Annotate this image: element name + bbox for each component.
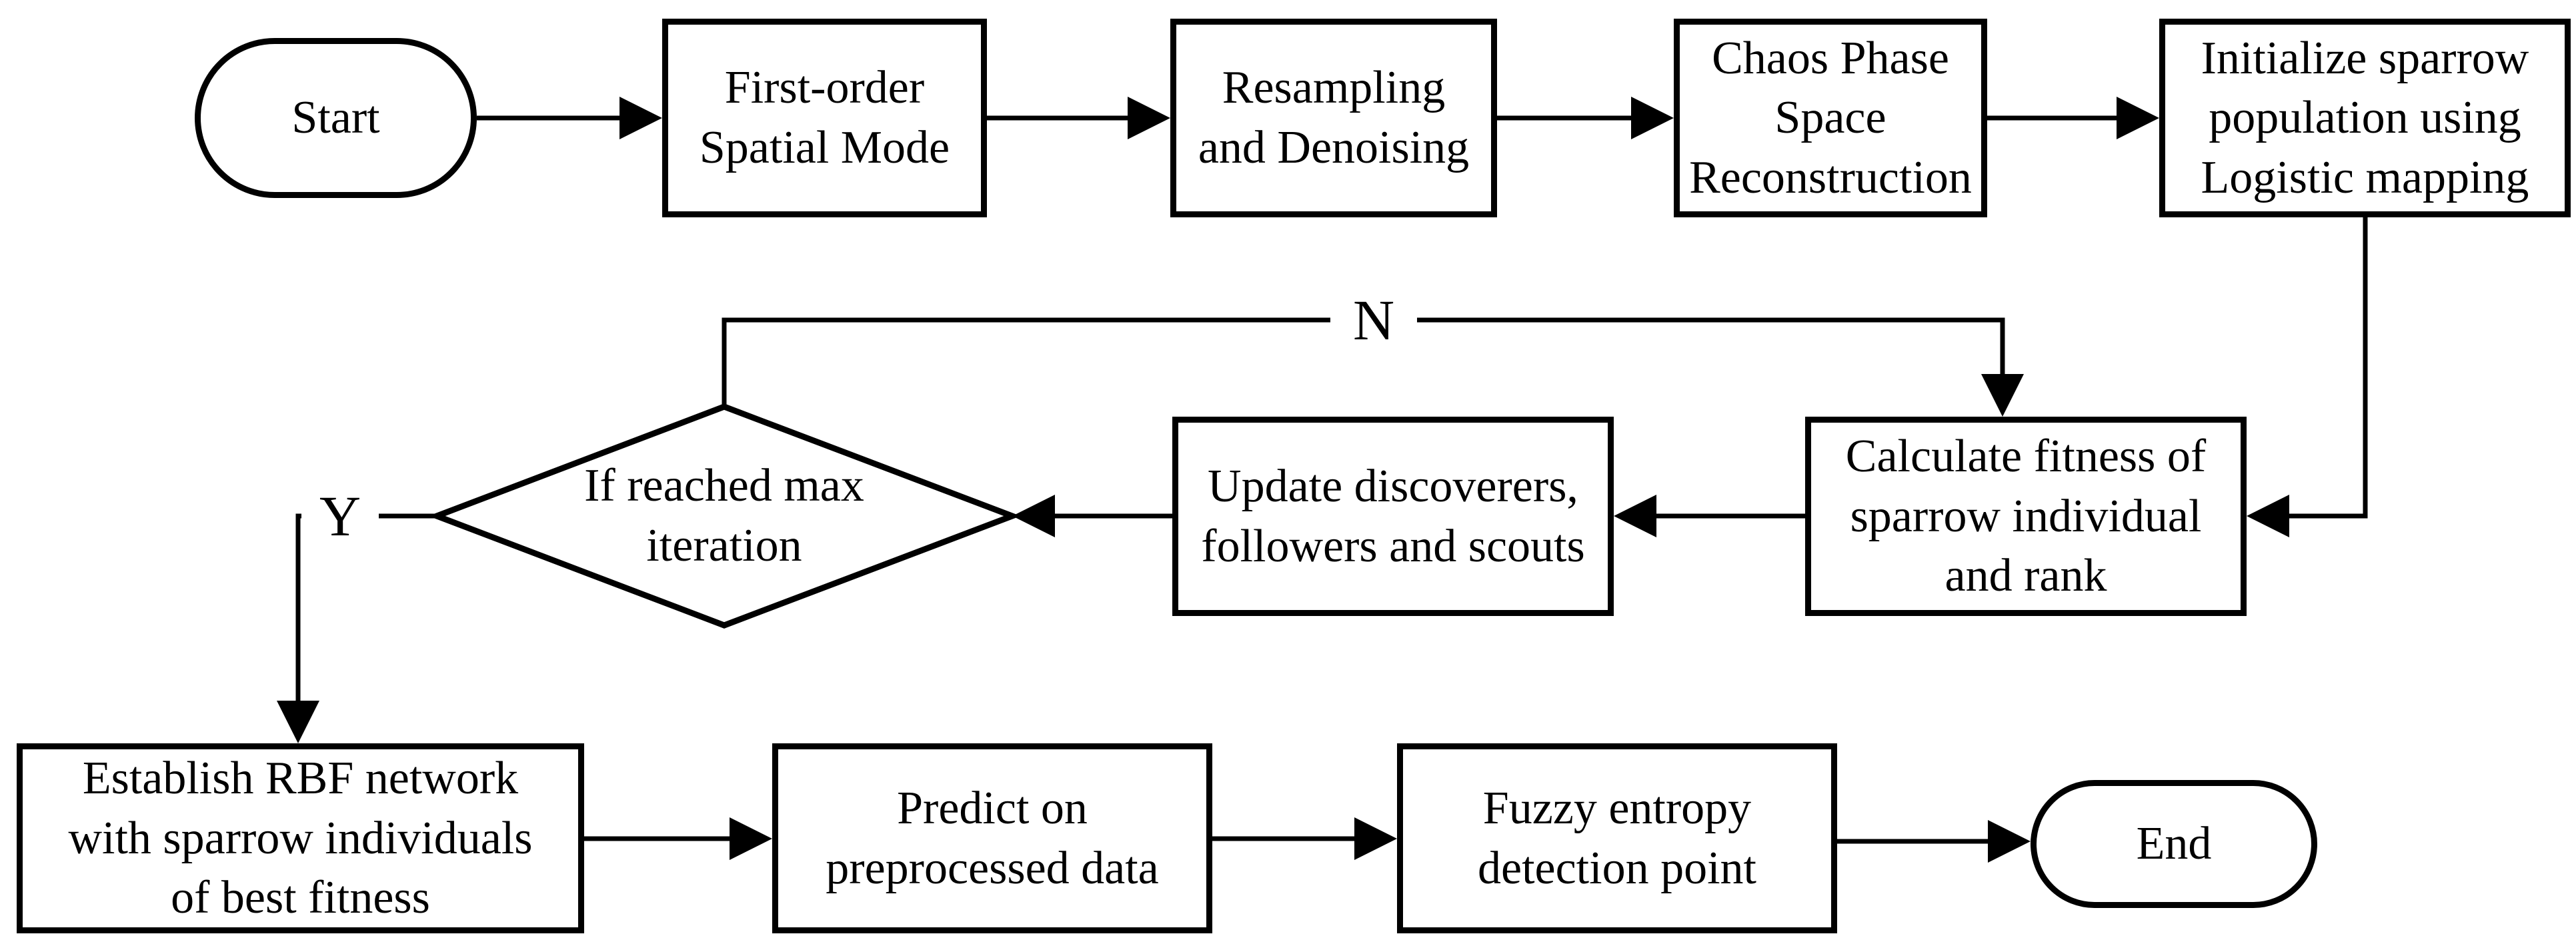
node-init-population: Initialize sparrow population using Logi… <box>2159 19 2571 217</box>
branch-label-yes-text: Y <box>319 484 361 548</box>
arrowhead-right <box>730 817 772 860</box>
branch-label-no: N <box>1330 275 1417 365</box>
node-resampling: Resampling and Denoising <box>1170 19 1497 217</box>
arrowhead-right <box>1354 817 1397 860</box>
edge-spatial-mode-to-resampling <box>987 97 1170 139</box>
arrowhead-down <box>277 701 319 743</box>
edge-calc-fitness-to-update-roles <box>1614 495 1805 537</box>
arrowhead-down <box>1981 374 2024 417</box>
node-chaos-psr: Chaos Phase Space Reconstruction <box>1674 19 1987 217</box>
arrowhead-left <box>1614 495 1656 537</box>
node-fuzzy-entropy: Fuzzy entropy detection point <box>1397 743 1837 933</box>
arrowhead-right <box>1988 820 2031 863</box>
arrowhead-left <box>1012 495 1055 537</box>
arrowhead-right <box>619 97 662 139</box>
edge-start-to-spatial-mode <box>477 97 662 139</box>
edge-resampling-to-chaos <box>1497 97 1674 139</box>
node-start-label: Start <box>291 92 380 144</box>
branch-label-yes: Y <box>301 471 379 561</box>
node-end: End <box>2031 780 2317 908</box>
decision-diamond-shape <box>428 403 1021 629</box>
branch-label-no-text: N <box>1352 288 1395 352</box>
node-update-roles: Update discoverers, followers and scouts <box>1172 417 1614 616</box>
edge-chaos-to-init-population <box>1987 97 2159 139</box>
edge-establish-rbf-to-predict <box>584 817 772 860</box>
edge-update-roles-to-max-iteration <box>1012 495 1172 537</box>
node-establish-rbf: Establish RBF network with sparrow indiv… <box>17 743 584 933</box>
node-max-iteration-label: If reached max iteration <box>584 460 864 571</box>
node-chaos-psr-label: Chaos Phase Space Reconstruction <box>1689 32 1972 203</box>
node-max-iteration: If reached max iteration <box>524 424 924 608</box>
node-establish-rbf-label: Establish RBF network with sparrow indiv… <box>68 753 533 924</box>
node-start: Start <box>195 38 477 198</box>
node-init-population-label: Initialize sparrow population using Logi… <box>2201 32 2529 203</box>
arrowhead-right <box>1631 97 1674 139</box>
node-calc-fitness: Calculate fitness of sparrow individual … <box>1805 417 2247 616</box>
edge-init-population-to-calc-fitness <box>2247 217 2368 537</box>
node-fuzzy-entropy-label: Fuzzy entropy detection point <box>1478 782 1756 894</box>
edge-predict-to-fuzzy-entropy <box>1212 817 1397 860</box>
node-update-roles-label: Update discoverers, followers and scouts <box>1201 460 1585 572</box>
node-spatial-mode: First-order Spatial Mode <box>662 19 987 217</box>
arrowhead-right <box>1128 97 1170 139</box>
arrowhead-left <box>2247 495 2289 537</box>
node-predict-label: Predict on preprocessed data <box>826 782 1159 894</box>
arrowhead-right <box>2117 97 2159 139</box>
node-predict: Predict on preprocessed data <box>772 743 1212 933</box>
edge-fuzzy-entropy-to-end <box>1837 820 2031 863</box>
node-calc-fitness-label: Calculate fitness of sparrow individual … <box>1845 431 2207 602</box>
node-end-label: End <box>2136 818 2212 870</box>
edge-max-iteration-yes-branch <box>277 513 437 743</box>
node-resampling-label: Resampling and Denoising <box>1198 62 1470 173</box>
node-spatial-mode-label: First-order Spatial Mode <box>699 62 950 173</box>
